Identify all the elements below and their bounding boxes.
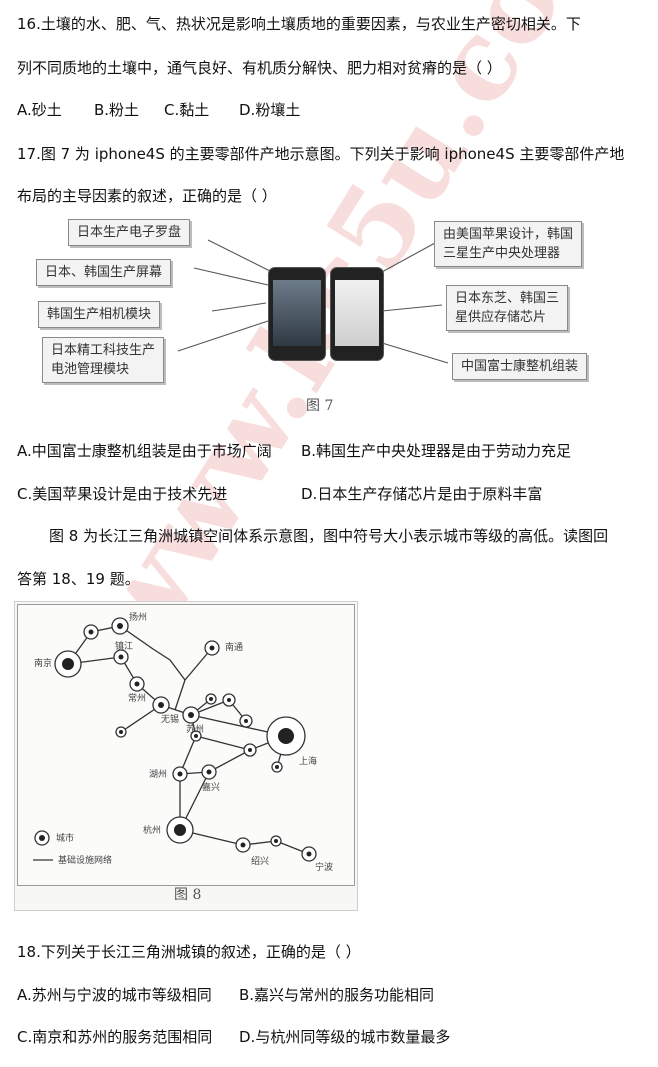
city-labels: 扬州 南通 镇江 南京 常州 无锡 苏州 上海 湖州 嘉兴 杭州 绍兴 宁波 <box>34 611 333 873</box>
q17-option-a: A.中国富士康整机组装是由于市场广阔 <box>17 442 272 460</box>
city-label-nantong: 南通 <box>225 641 243 653</box>
fig7-label-battery-line2: 电池管理模块 <box>51 362 130 377</box>
fig7-label-storage-line2: 星供应存储芯片 <box>455 310 547 325</box>
fig7-label-storage: 日本东芝、韩国三 星供应存储芯片 <box>446 285 569 331</box>
city-label-changzhou: 常州 <box>128 692 146 704</box>
fig7-label-storage-line1: 日本东芝、韩国三 <box>455 291 560 306</box>
city-label-suzhou: 苏州 <box>186 723 204 735</box>
city-label-zhenjiang: 镇江 <box>115 640 133 652</box>
fig7-label-battery-line1: 日本精工科技生产 <box>51 343 156 358</box>
figure-8-caption: 图 8 <box>174 887 202 903</box>
fig7-label-screen: 日本、韩国生产屏幕 <box>36 259 172 286</box>
city-label-hangzhou: 杭州 <box>143 824 161 836</box>
city-label-shaoxing: 绍兴 <box>251 855 269 867</box>
legend-city-label: 城市 <box>56 832 74 844</box>
fig7-label-design-line1: 由美国苹果设计，韩国 <box>443 227 574 242</box>
q16-option-a: A.砂土 <box>17 101 62 119</box>
q16-option-c: C.黏土 <box>164 101 210 119</box>
city-markers <box>34 617 317 862</box>
figure-8-legend: 城市 基础设施网络 <box>33 832 112 866</box>
q17-option-b: B.韩国生产中央处理器是由于劳动力充足 <box>301 442 572 460</box>
figure-8-network-map: 扬州 南通 镇江 南京 常州 无锡 苏州 上海 湖州 嘉兴 杭州 绍兴 宁波 城… <box>33 611 333 873</box>
city-label-ningbo: 宁波 <box>315 861 333 873</box>
city-label-nanjing: 南京 <box>34 657 52 669</box>
q16-stem-line1: 16.土壤的水、肥、气、热状况是影响土壤质地的重要因素，与农业生产密切相关。下 <box>17 15 581 33</box>
q17-stem-line1: 17.图 7 为 iphone4S 的主要零部件产地示意图。下列关于影响 iph… <box>17 145 625 163</box>
q18-option-d: D.与杭州同等级的城市数量最多 <box>239 1028 451 1046</box>
q18-stem: 18.下列关于长江三角洲城镇的叙述，正确的是（ ） <box>17 943 361 961</box>
q16-stem-line2: 列不同质地的土壤中，通气良好、有机质分解快、肥力相对贫瘠的是（ ） <box>17 59 502 77</box>
city-label-wuxi: 无锡 <box>161 714 179 725</box>
fig7-label-compass: 日本生产电子罗盘 <box>68 219 191 246</box>
legend-network-label: 基础设施网络 <box>58 854 112 866</box>
q16-option-b: B.粉土 <box>94 101 140 119</box>
q18-option-a: A.苏州与宁波的城市等级相同 <box>17 986 212 1004</box>
figure-7-caption: 图 7 <box>306 398 334 414</box>
figure-7-connectors <box>177 239 449 364</box>
fig7-label-battery: 日本精工科技生产 电池管理模块 <box>42 337 165 383</box>
figure-7: 日本生产电子罗盘 日本、韩国生产屏幕 韩国生产相机模块 日本精工科技生产 电池管… <box>30 213 630 418</box>
intro-18-19-line1: 图 8 为长江三角洲城镇空间体系示意图，图中符号大小表示城市等级的高低。读图回 <box>49 527 609 545</box>
city-label-shanghai: 上海 <box>299 755 317 767</box>
q17-stem-line2: 布局的主导因素的叙述，正确的是（ ） <box>17 187 277 205</box>
q17-option-d: D.日本生产存储芯片是由于原料丰富 <box>301 485 543 503</box>
fig7-label-assembly: 中国富士康整机组装 <box>452 353 588 380</box>
city-label-yangzhou: 扬州 <box>129 611 147 623</box>
figure-8: 扬州 南通 镇江 南京 常州 无锡 苏州 上海 湖州 嘉兴 杭州 绍兴 宁波 城… <box>14 601 358 911</box>
fig7-label-camera: 韩国生产相机模块 <box>38 301 161 328</box>
q18-option-c: C.南京和苏州的服务范围相同 <box>17 1028 213 1046</box>
q16-option-d: D.粉壤土 <box>239 101 301 119</box>
city-label-jiaxing: 嘉兴 <box>202 781 220 793</box>
iphone-front-image <box>268 267 326 361</box>
intro-18-19-line2: 答第 18、19 题。 <box>17 570 140 588</box>
fig7-label-design-line2: 三星生产中央处理器 <box>443 246 561 261</box>
city-label-huzhou: 湖州 <box>149 769 167 780</box>
iphone-screen-image <box>330 267 384 361</box>
fig7-label-design-cpu: 由美国苹果设计，韩国 三星生产中央处理器 <box>434 221 583 267</box>
q17-option-c: C.美国苹果设计是由于技术先进 <box>17 485 228 503</box>
q18-option-b: B.嘉兴与常州的服务功能相同 <box>239 986 435 1004</box>
